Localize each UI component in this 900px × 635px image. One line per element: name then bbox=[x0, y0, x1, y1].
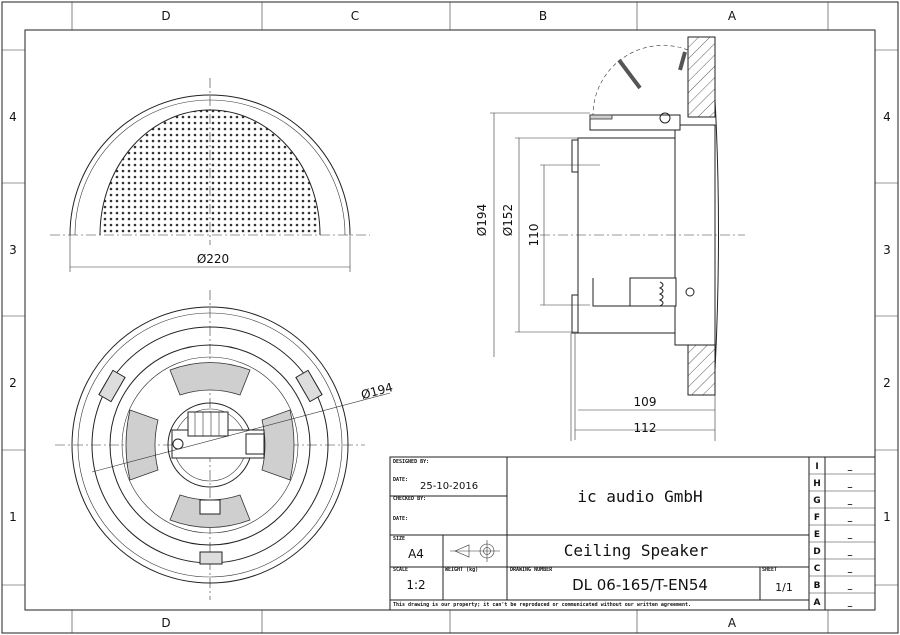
dimension-label: 110 bbox=[527, 224, 541, 247]
revision-value: _ bbox=[848, 496, 853, 506]
revision-table: I _ H _ G _ F _ E _ D _ C _ B _ A _ bbox=[809, 462, 875, 608]
dimension-label: Ø194 bbox=[360, 380, 395, 402]
revision-value: _ bbox=[848, 547, 853, 557]
zone-row-label: 3 bbox=[883, 243, 891, 257]
zone-column-label: D bbox=[161, 9, 170, 23]
dimension-label: Ø194 bbox=[475, 204, 489, 236]
zone-row-label: 1 bbox=[9, 510, 17, 524]
revision-letter: E bbox=[814, 530, 820, 540]
dimension-label: 112 bbox=[634, 421, 657, 435]
zone-column-label: A bbox=[728, 616, 737, 630]
zone-row-label: 1 bbox=[883, 510, 891, 524]
sheet-value: 1/1 bbox=[775, 581, 793, 594]
revision-value: _ bbox=[848, 513, 853, 523]
zone-row-label: 4 bbox=[883, 110, 891, 124]
scale-label: SCALE bbox=[393, 567, 408, 573]
revision-value: _ bbox=[848, 530, 853, 540]
designed-by-label: DESIGNED BY: bbox=[393, 459, 429, 465]
dimension-lines bbox=[490, 112, 716, 441]
drawing-number-label: DRAWING NUMBER bbox=[510, 567, 553, 573]
revision-letter: I bbox=[815, 462, 818, 472]
date-label: DATE: bbox=[393, 477, 408, 483]
revision-value: _ bbox=[848, 564, 853, 574]
size-value: A4 bbox=[408, 547, 424, 561]
revision-value: _ bbox=[848, 462, 853, 472]
zone-row-label: 2 bbox=[9, 376, 17, 390]
checked-by-label: CHECKED BY: bbox=[393, 496, 426, 502]
zone-column-label: A bbox=[728, 9, 737, 23]
zone-column-label: C bbox=[351, 9, 359, 23]
drawing-title: Ceiling Speaker bbox=[564, 541, 709, 560]
zone-column-label: D bbox=[161, 616, 170, 630]
revision-letter: G bbox=[813, 496, 820, 506]
zone-row-label: 3 bbox=[9, 243, 17, 257]
zone-row-label: 2 bbox=[883, 376, 891, 390]
size-label: SIZE bbox=[393, 536, 405, 542]
revision-letter: B bbox=[814, 581, 821, 591]
title-block: DESIGNED BY: DATE: 25-10-2016 CHECKED BY… bbox=[389, 456, 876, 611]
dimension-label: Ø152 bbox=[501, 204, 515, 236]
revision-letter: A bbox=[814, 598, 821, 608]
revision-letter: F bbox=[814, 513, 820, 523]
scale-value: 1:2 bbox=[406, 578, 425, 592]
revision-letter: C bbox=[814, 564, 821, 574]
drawing-number: DL 06-165/T-EN54 bbox=[572, 576, 708, 594]
speaker-front-view: Ø194 bbox=[55, 290, 394, 600]
date-value: 25-10-2016 bbox=[420, 481, 478, 492]
zone-column-label: B bbox=[539, 9, 547, 23]
company-name: ic audio GmbH bbox=[577, 487, 702, 506]
revision-value: _ bbox=[848, 581, 853, 591]
revision-letter: H bbox=[813, 479, 821, 489]
projection-symbol-icon bbox=[450, 540, 500, 562]
zone-row-label: 4 bbox=[9, 110, 17, 124]
revision-value: _ bbox=[848, 479, 853, 489]
date-label: DATE: bbox=[393, 516, 408, 522]
sheet-label: SHEET bbox=[762, 567, 777, 573]
dimension-label: Ø220 bbox=[197, 252, 229, 266]
speaker-side-view: Ø194 Ø152 110 109 112 bbox=[475, 36, 745, 441]
dimension-line bbox=[91, 392, 391, 473]
weight-label: WEIGHT (kg) bbox=[445, 567, 478, 573]
property-notice: This drawing is our property; it can't b… bbox=[393, 602, 691, 608]
dimension-label: 109 bbox=[634, 395, 657, 409]
speaker-top-view: Ø220 bbox=[50, 78, 370, 272]
revision-value: _ bbox=[848, 598, 853, 608]
revision-letter: D bbox=[813, 547, 820, 557]
